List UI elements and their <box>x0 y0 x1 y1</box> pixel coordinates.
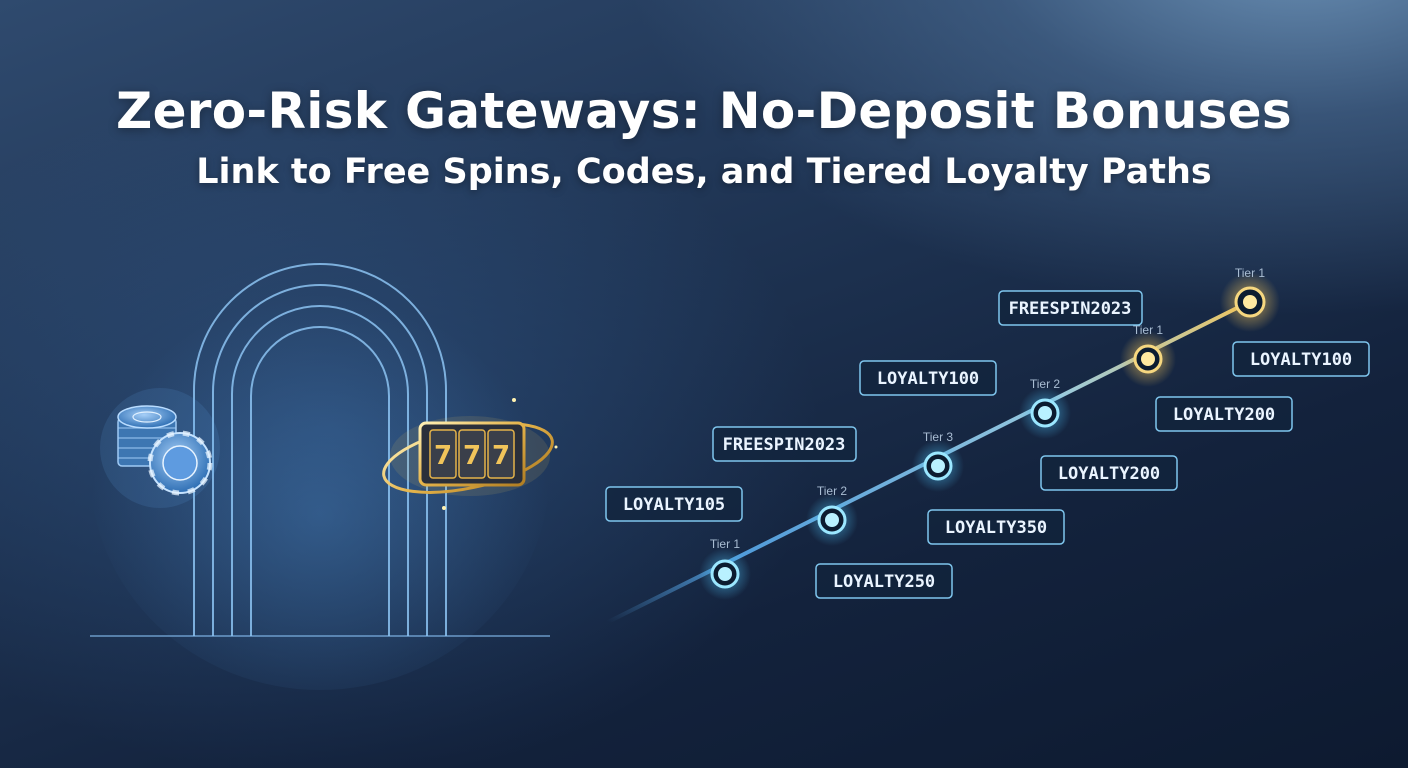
code-tag[interactable]: LOYALTY100 <box>1232 341 1370 377</box>
tier-label: Tier 2 <box>817 484 848 498</box>
tier-label: Tier 1 <box>1235 266 1266 280</box>
node-core <box>1243 295 1257 309</box>
tier-node[interactable]: Tier 1 <box>1120 323 1176 387</box>
slot-machine-777-icon: 7 7 7 <box>382 398 558 510</box>
tier-label: Tier 1 <box>710 537 741 551</box>
casino-chips-icon <box>100 388 220 508</box>
node-core <box>825 513 839 527</box>
slot-symbol: 7 <box>434 441 452 471</box>
tier-node[interactable]: Tier 1 <box>699 537 751 600</box>
code-tag[interactable]: LOYALTY200 <box>1040 455 1178 491</box>
sparkle-icon <box>442 506 446 510</box>
code-tag-label: FREESPIN2023 <box>723 435 846 455</box>
node-core <box>931 459 945 473</box>
code-tag[interactable]: FREESPIN2023 <box>998 290 1143 326</box>
sparkle-icon <box>512 398 516 402</box>
page-subtitle: Link to Free Spins, Codes, and Tiered Lo… <box>196 152 1212 192</box>
tier-node[interactable]: Tier 1 <box>1220 266 1280 332</box>
code-tag[interactable]: LOYALTY350 <box>927 509 1065 545</box>
tier-node[interactable]: Tier 2 <box>806 484 858 546</box>
code-tag-label: LOYALTY350 <box>945 518 1047 538</box>
code-tag[interactable]: LOYALTY105 <box>605 486 743 522</box>
sparkle-icon <box>554 445 558 449</box>
code-tag-label: LOYALTY100 <box>1250 350 1352 370</box>
slot-symbol: 7 <box>463 441 481 471</box>
node-core <box>1141 352 1155 366</box>
code-tag-label: LOYALTY200 <box>1173 405 1275 425</box>
tier-label: Tier 2 <box>1030 377 1061 391</box>
node-core <box>1038 406 1052 420</box>
page-title: Zero-Risk Gateways: No-Deposit Bonuses <box>116 82 1292 140</box>
code-tag[interactable]: LOYALTY100 <box>859 360 997 396</box>
slot-symbol: 7 <box>492 441 510 471</box>
code-tag-label: LOYALTY250 <box>833 572 935 592</box>
code-tag[interactable]: LOYALTY200 <box>1155 396 1293 432</box>
code-tag-label: FREESPIN2023 <box>1009 299 1132 319</box>
tier-label: Tier 3 <box>923 430 954 444</box>
tier-label: Tier 1 <box>1133 323 1164 337</box>
tier-node[interactable]: Tier 3 <box>912 430 964 492</box>
code-tag[interactable]: LOYALTY250 <box>815 563 953 599</box>
node-core <box>718 567 732 581</box>
code-tag-label: LOYALTY100 <box>877 369 979 389</box>
code-tag-label: LOYALTY105 <box>623 495 725 515</box>
tier-node[interactable]: Tier 2 <box>1019 377 1071 439</box>
code-tag[interactable]: FREESPIN2023 <box>712 426 857 462</box>
code-tag-label: LOYALTY200 <box>1058 464 1160 484</box>
gateway-arch-icon <box>90 250 550 690</box>
